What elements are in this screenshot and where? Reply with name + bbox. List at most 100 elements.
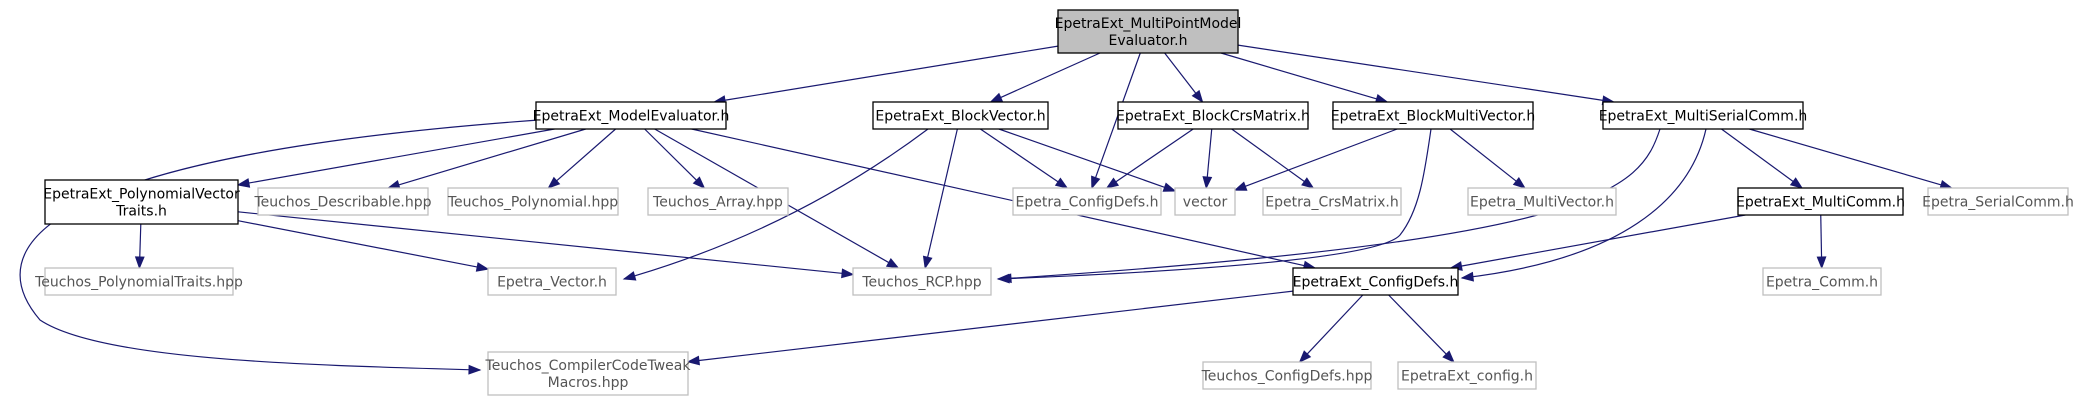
arrow-head-icon (922, 255, 933, 270)
node-cfg-defs: Epetra_ConfigDefs.h (1012, 187, 1162, 216)
edge-line (926, 128, 958, 259)
edge-block_vector-to-epetra_vector (622, 128, 929, 281)
edge-line (247, 128, 555, 184)
edge-model_eval-to-describable (386, 128, 586, 190)
edge-block_vector-to-rcp (922, 128, 958, 270)
edge-model_eval-to-tweak (19, 118, 554, 375)
node-multivector: Epetra_MultiVector.h (1467, 187, 1617, 216)
edge-model_eval-to-poly_vec (236, 128, 555, 188)
arrow-head-icon (547, 176, 561, 189)
edge-block_multi-to-vector (1233, 128, 1398, 191)
edge-line (139, 223, 142, 259)
edge-line (1306, 294, 1364, 356)
node-label: Traits.h (115, 204, 167, 220)
node-label: Teuchos_PolynomialTraits.hpp (34, 275, 243, 291)
arrow-head-icon (1202, 176, 1213, 190)
arrow-head-icon (1191, 89, 1204, 104)
edge-ext_cfg-to-ext_config (1388, 294, 1455, 364)
node-box (1397, 361, 1537, 390)
node-box (487, 351, 689, 396)
edge-line (1749, 128, 1943, 186)
node-box (1262, 187, 1402, 216)
node-box (44, 179, 239, 225)
edge-model_eval-to-polynomial (547, 128, 617, 189)
edge-line (697, 290, 1294, 362)
node-block-multi[interactable]: EpetraExt_BlockMultiVector.h (1331, 101, 1536, 130)
node-label: EpetraExt_BlockVector.h (875, 109, 1045, 125)
edge-model_eval-to-array (644, 128, 706, 189)
arrow-head-icon (1301, 177, 1315, 189)
arrow-head-icon (1091, 175, 1101, 190)
edge-root-to-block_multi (1220, 52, 1389, 104)
edge-line (644, 128, 698, 182)
node-label: Epetra_Vector.h (497, 275, 607, 291)
node-box (1737, 187, 1904, 216)
node-box (1602, 101, 1804, 130)
edge-multicomm-to-ext_cfg (1449, 214, 1746, 271)
edge-line (1388, 294, 1448, 356)
node-ext-config: EpetraExt_config.h (1397, 361, 1537, 390)
node-ext-cfg[interactable]: EpetraExt_ConfigDefs.h (1292, 267, 1459, 296)
arrow-head-icon (841, 268, 855, 279)
node-block-crs[interactable]: EpetraExt_BlockCrsMatrix.h (1116, 101, 1310, 130)
node-label: EpetraExt_MultiComm.h (1736, 195, 1905, 211)
node-crs-matrix: Epetra_CrsMatrix.h (1262, 187, 1402, 216)
node-poly-traits: Teuchos_PolynomialTraits.hpp (34, 267, 243, 296)
edge-multicomm-to-epetra_comm (1816, 214, 1827, 270)
node-label: EpetraExt_config.h (1401, 369, 1533, 385)
edge-line (723, 45, 1059, 101)
edge-block_crs-to-cfg_defs (1105, 128, 1194, 189)
node-label: EpetraExt_ConfigDefs.h (1293, 275, 1459, 291)
arrow-head-icon (1054, 177, 1069, 189)
node-block-vector[interactable]: EpetraExt_BlockVector.h (872, 101, 1049, 130)
node-layer: EpetraExt_MultiPointModelEvaluator.hEpet… (34, 9, 2074, 396)
edge-line (999, 52, 1101, 99)
edge-ext_cfg-to-tweak (686, 290, 1294, 366)
edge-line (1220, 52, 1378, 100)
edge-line (998, 128, 1166, 189)
node-label: Teuchos_ConfigDefs.hpp (1201, 369, 1373, 385)
node-label: EpetraExt_BlockCrsMatrix.h (1116, 109, 1310, 125)
node-label: Macros.hpp (548, 375, 629, 391)
edge-line (980, 128, 1060, 183)
node-serial-comm: Epetra_SerialComm.h (1922, 187, 2074, 216)
node-box (647, 187, 789, 216)
arrow-head-icon (1233, 181, 1248, 191)
edge-line (555, 128, 617, 182)
node-box (1174, 187, 1236, 216)
edge-line (397, 128, 586, 186)
node-multi-serial[interactable]: EpetraExt_MultiSerialComm.h (1599, 101, 1808, 130)
arrow-head-icon (236, 178, 251, 188)
arrow-head-icon (692, 176, 706, 189)
node-box (44, 267, 234, 296)
node-label: Epetra_SerialComm.h (1922, 195, 2074, 211)
edge-line (237, 211, 844, 275)
node-label: EpetraExt_MultiSerialComm.h (1599, 109, 1808, 125)
arrow-head-icon (686, 355, 700, 366)
edge-line (1244, 128, 1398, 188)
edge-layer (19, 44, 1954, 375)
edge-line (237, 220, 479, 268)
edge-line (1237, 44, 1605, 102)
node-model-eval[interactable]: EpetraExt_ModelEvaluator.h (533, 101, 730, 130)
edge-line (997, 128, 1432, 280)
arrow-head-icon (1460, 271, 1474, 282)
edge-block_vector-to-vector (998, 128, 1177, 192)
edge-poly_vec-to-rcp (237, 211, 855, 279)
arrow-head-icon (1816, 256, 1827, 270)
arrow-head-icon (1162, 182, 1177, 192)
node-vector: vector (1174, 187, 1236, 216)
node-box (535, 101, 727, 130)
arrow-head-icon (1298, 350, 1312, 364)
edge-multi_serial-to-multicomm (1721, 128, 1804, 189)
node-multicomm[interactable]: EpetraExt_MultiComm.h (1736, 187, 1905, 216)
node-box (1762, 267, 1882, 296)
edge-line (1460, 214, 1746, 267)
edge-block_vector-to-cfg_defs (980, 128, 1069, 189)
edge-ext_cfg-to-teuchos_cfg (1298, 294, 1364, 364)
node-teuchos-cfg: Teuchos_ConfigDefs.hpp (1201, 361, 1373, 390)
arrow-head-icon (134, 256, 145, 270)
